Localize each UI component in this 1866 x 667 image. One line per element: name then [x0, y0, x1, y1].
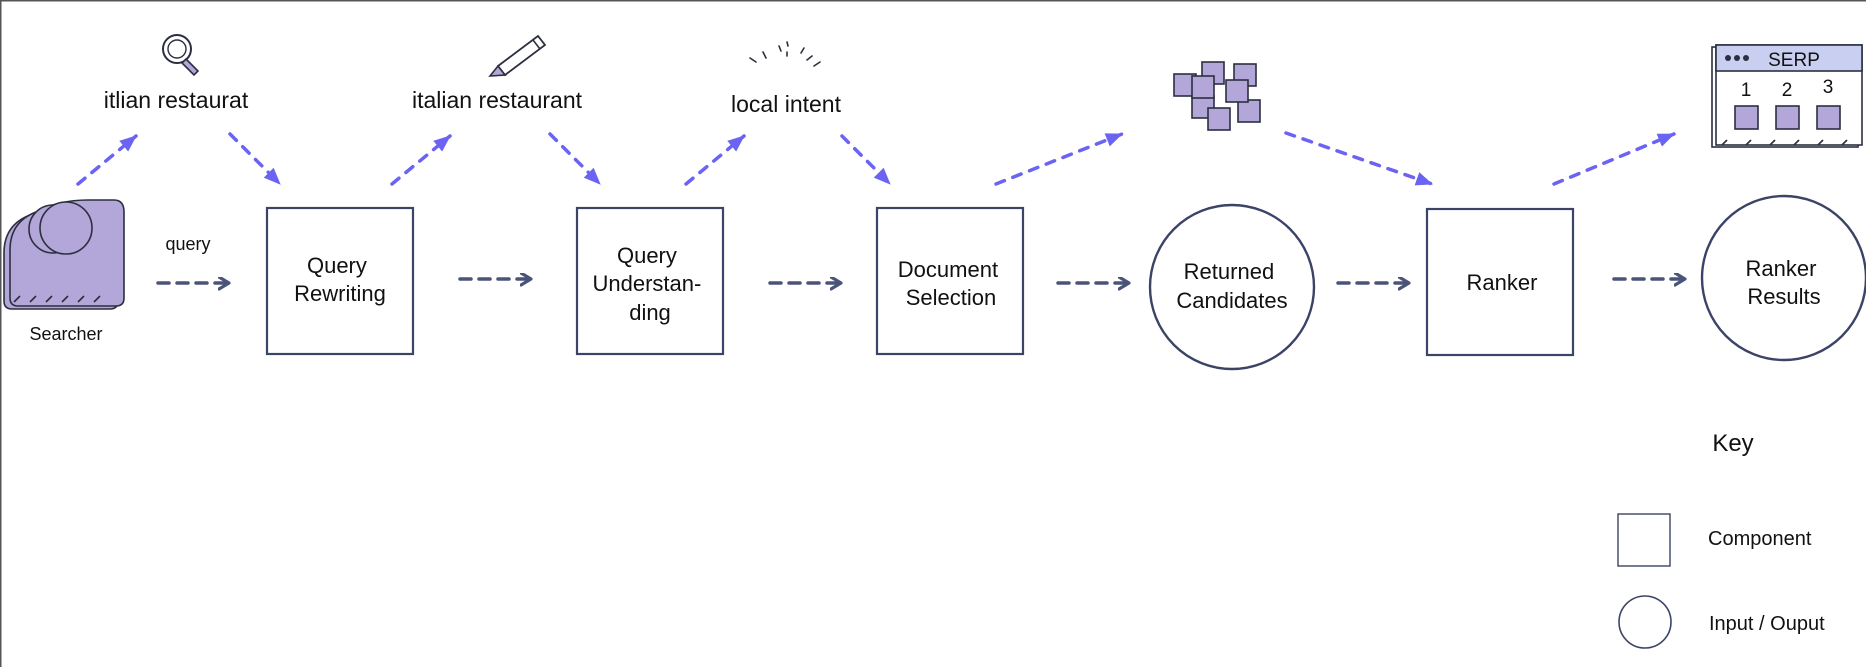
searcher-label: Searcher	[29, 324, 102, 344]
side-arrow-to-understanding	[548, 132, 602, 186]
key-component-swatch	[1617, 513, 1671, 567]
side-arrow-ranker-up	[1552, 132, 1676, 186]
document-selection-box	[875, 206, 1025, 356]
returned-candidates-label: Returned Candidates	[1176, 259, 1287, 313]
ranker-results-circle	[1700, 194, 1866, 362]
intent-text: local intent	[731, 91, 842, 117]
returned-candidates-circle	[1148, 203, 1316, 371]
query-rewriting-label: Query Rewriting	[294, 253, 386, 306]
sparkle-icon	[749, 41, 821, 67]
key-title: Key	[1712, 430, 1753, 457]
corrected-query-text: italian restaurant	[412, 87, 583, 113]
side-arrow-searcher-up	[76, 134, 138, 186]
document-selection-label: Document Selection	[898, 257, 1004, 310]
serp-title: SERP	[1768, 50, 1820, 71]
side-arrow-to-ranker	[1284, 131, 1434, 186]
key-io-label: Input / Ouput	[1709, 613, 1825, 635]
person-icon	[3, 199, 125, 310]
query-edge-label: query	[165, 234, 210, 254]
pencil-icon	[488, 34, 547, 77]
serp-icon: SERP 1 2 3	[1711, 44, 1863, 148]
key-component-label: Component	[1708, 528, 1812, 550]
serp-slot-2: 2	[1782, 80, 1793, 101]
ranker-label: Ranker	[1467, 270, 1538, 295]
side-arrow-selection-up	[994, 132, 1124, 186]
misspelled-query-text: itlian restaurat	[104, 87, 249, 113]
key-io-swatch	[1618, 595, 1672, 649]
magnifier-icon	[162, 34, 200, 77]
serp-slot-1: 1	[1741, 80, 1752, 101]
query-rewriting-box	[265, 206, 415, 356]
side-arrow-to-rewriting	[228, 132, 282, 186]
side-arrow-rewriting-up	[390, 134, 452, 186]
query-understanding-label: Query Understan- ding	[593, 243, 708, 325]
serp-slot-3: 3	[1823, 77, 1834, 98]
side-arrow-understanding-up	[684, 134, 746, 186]
query-understanding-box	[575, 206, 725, 356]
ranker-box	[1425, 207, 1575, 357]
documents-icon	[1173, 61, 1261, 131]
side-arrow-to-selection	[840, 134, 892, 186]
ranker-results-label: Ranker Results	[1745, 256, 1822, 309]
